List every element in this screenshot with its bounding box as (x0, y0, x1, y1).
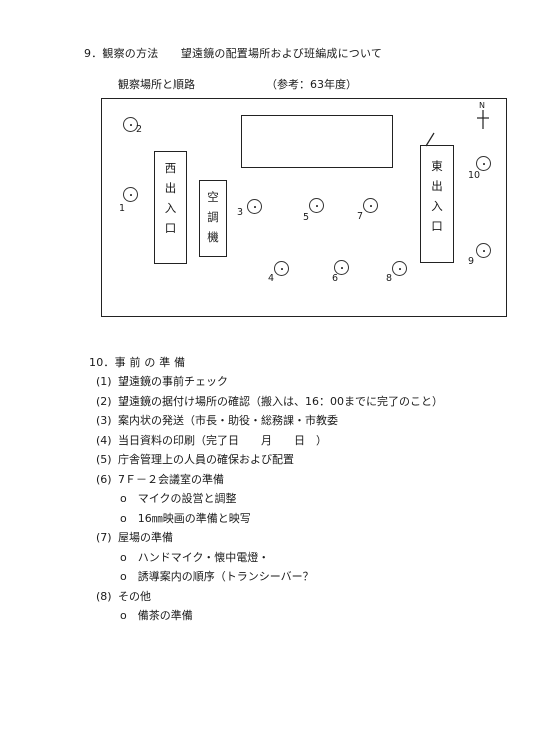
telescope-7 (363, 198, 378, 213)
prep-item: (5) 庁舎管理上の人員の確保および配置 (96, 451, 294, 467)
prep-item-text: 当日資料の印刷（完了日 月 日 ） (118, 433, 327, 447)
telescope-8 (392, 261, 407, 276)
north-arrow-icon: N (475, 101, 491, 129)
prep-item-text: 7Ｆ－２会議室の準備 (118, 472, 224, 486)
label-9: 9 (468, 256, 475, 267)
prep-subitem-text: o 16㎜映画の準備と映写 (120, 511, 251, 525)
section-heading: 9．観察の方法 望遠鏡の配置場所および班編成について (84, 47, 383, 60)
prep-subitem-text: o ハンドマイク・懐中電燈・ (120, 550, 270, 564)
label-2: 2 (136, 124, 143, 135)
north-label: N (479, 101, 485, 110)
telescope-2 (123, 117, 138, 132)
telescope-1 (123, 187, 138, 202)
west-char-2: 出 (164, 181, 177, 195)
label-3: 3 (237, 207, 244, 218)
west-entrance-box: 西 出 入 口 (154, 151, 187, 264)
prep-item-text: 案内状の発送（市長・助役・総務課・市教委 (118, 414, 338, 427)
prep-item: (7) 屋場の準備 (96, 529, 173, 545)
east-char-3: 入 (431, 199, 443, 213)
prep-item: (8) その他 (96, 588, 151, 604)
prep-subitem: o 誘導案内の順序（トランシーバー？ (120, 568, 314, 584)
prep-item-number: (3) (96, 414, 112, 427)
aircon-box: 空 調 機 (199, 180, 227, 257)
subheading: 観察場所と順路 (118, 78, 195, 91)
prep-item-text: 屋場の準備 (118, 531, 173, 544)
west-char-3: 入 (164, 201, 177, 215)
prep-item-number: (8) (96, 589, 112, 603)
aircon-char-1: 空 (207, 190, 219, 204)
east-char-2: 出 (431, 179, 443, 193)
prep-item-number: (4) (96, 433, 112, 447)
prep-item-number: (7) (96, 531, 112, 544)
label-10: 10 (468, 170, 481, 181)
prep-item-text: 庁舎管理上の人員の確保および配置 (118, 453, 294, 466)
label-4: 4 (268, 273, 275, 284)
east-char-1: 東 (431, 159, 443, 173)
telescope-3 (247, 199, 262, 214)
west-char-1: 西 (164, 161, 177, 175)
aircon-char-3: 機 (207, 230, 219, 244)
label-5: 5 (303, 212, 310, 223)
prep-item-text: 望遠鏡の事前チェック (118, 375, 228, 388)
prep-item-number: (5) (96, 453, 112, 466)
prep-item: (1) 望遠鏡の事前チェック (96, 373, 228, 389)
prep-subitem: o ハンドマイク・懐中電燈・ (120, 549, 269, 565)
prep-item: (4) 当日資料の印刷（完了日 月 日 ） (96, 432, 327, 448)
prep-item-text: その他 (118, 589, 151, 603)
layout-diagram: 西 出 入 口 空 調 機 東 出 入 口 N 2 1 3 5 7 4 6 8 … (101, 98, 507, 317)
label-6: 6 (332, 273, 339, 284)
label-8: 8 (386, 273, 393, 284)
aircon-char-2: 調 (207, 210, 219, 224)
label-7: 7 (357, 211, 364, 222)
west-char-4: 口 (164, 221, 177, 235)
prep-item-text: 望遠鏡の据付け場所の確認（搬入は、16：00までに完了のこと） (118, 394, 443, 408)
door-swing-icon (425, 132, 435, 147)
prep-subitem-text: o 備茶の準備 (120, 609, 193, 622)
prep-item: (3) 案内状の発送（市長・助役・総務課・市教委 (96, 412, 338, 428)
prep-item: (2) 望遠鏡の据付け場所の確認（搬入は、16：00までに完了のこと） (96, 393, 443, 409)
telescope-4 (274, 261, 289, 276)
prep-subitem: o マイクの設営と調整 (120, 490, 237, 506)
east-entrance-box: 東 出 入 口 (420, 145, 454, 263)
prep-item-number: (2) (96, 394, 112, 408)
label-1: 1 (119, 203, 126, 214)
prep-subitem: o 備茶の準備 (120, 607, 193, 623)
prep-item: (6) 7Ｆ－２会議室の準備 (96, 471, 224, 487)
east-char-4: 口 (431, 219, 443, 233)
prep-subitem-text: o 誘導案内の順序（トランシーバー？ (120, 570, 314, 583)
prep-subitem-text: o マイクの設営と調整 (120, 492, 237, 505)
telescope-10 (476, 156, 491, 171)
reference-note: （参考：63年度） (266, 78, 357, 91)
prep-subitem: o 16㎜映画の準備と映写 (120, 510, 251, 526)
prep-item-number: (6) (96, 472, 112, 486)
prep-item-number: (1) (96, 375, 112, 388)
telescope-9 (476, 243, 491, 258)
central-rectangle (241, 115, 393, 168)
telescope-5 (309, 198, 324, 213)
prep-title: 10．事 前 の 準 備 (89, 356, 186, 369)
telescope-6 (334, 260, 349, 275)
